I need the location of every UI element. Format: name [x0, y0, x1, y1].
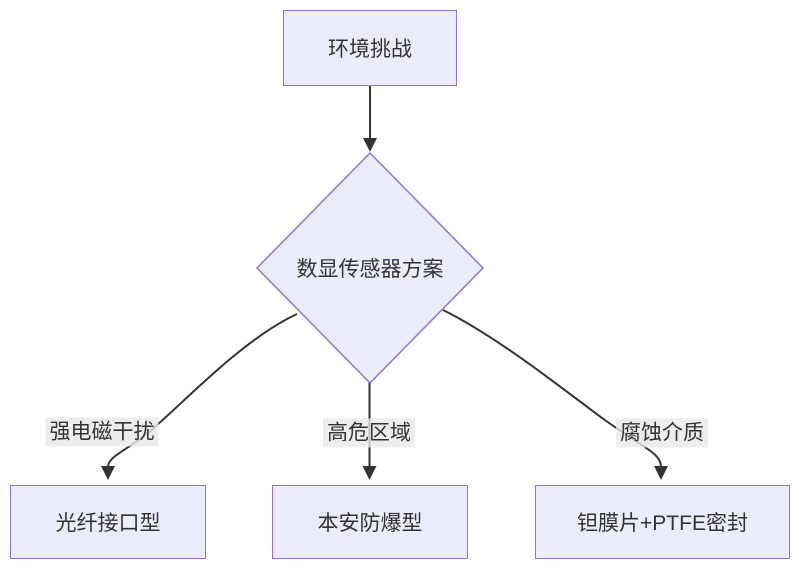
arrowhead-icon — [362, 466, 377, 480]
arrowhead-icon — [654, 466, 668, 480]
node-fiber-interface: 光纤接口型 — [10, 485, 206, 559]
node-env-challenge-label: 环境挑战 — [328, 38, 412, 61]
node-sensor-solution: 数显传感器方案 — [270, 248, 470, 288]
node-sensor-solution-label: 数显传感器方案 — [296, 258, 444, 281]
node-intrinsic-safe-label: 本安防爆型 — [317, 512, 423, 535]
edge-label-corrosive-media: 腐蚀介质 — [616, 418, 708, 448]
node-env-challenge: 环境挑战 — [283, 10, 457, 86]
node-tantalum-ptfe: 钽膜片+PTFE密封 — [535, 485, 790, 559]
arrowhead-icon — [363, 138, 377, 152]
node-fiber-interface-label: 光纤接口型 — [55, 512, 161, 535]
arrowhead-icon — [101, 466, 115, 480]
node-tantalum-ptfe-label: 钽膜片+PTFE密封 — [577, 512, 748, 535]
edge-decision-to-fiber — [107, 313, 298, 468]
edge-decision-to-tantalum — [442, 309, 662, 468]
node-intrinsic-safe: 本安防爆型 — [272, 485, 468, 559]
edge-label-emi: 强电磁干扰 — [45, 417, 159, 447]
edge-label-hazard-zone: 高危区域 — [323, 418, 415, 448]
